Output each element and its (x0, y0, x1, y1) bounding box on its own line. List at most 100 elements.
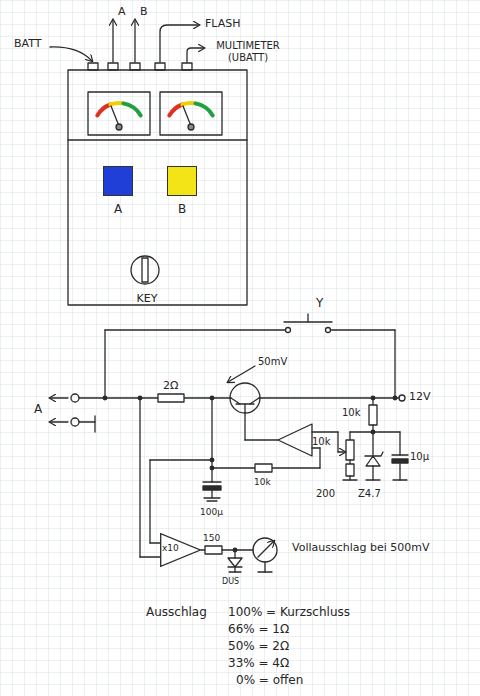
output-terminal-a (50, 397, 68, 398)
annotation-label: 33% = 4Ω (228, 657, 289, 671)
wire (139, 398, 140, 557)
connector-stub (108, 63, 118, 70)
output-terminal-a (71, 394, 79, 402)
panel-meter (116, 124, 122, 130)
meter-circuit (229, 571, 241, 572)
amplifier-node: x10 (160, 533, 201, 567)
resistor-symbol (158, 394, 184, 402)
output-terminal-a (79, 421, 95, 422)
annotation-label: 50% = 2Ω (228, 640, 289, 654)
opamp-triangle (161, 534, 201, 567)
wire (140, 556, 160, 557)
capacitor-symbol (211, 490, 212, 498)
connector-arrow (134, 20, 135, 62)
comparator-opamp (278, 424, 312, 456)
annotation-label: Ausschlag (146, 606, 207, 620)
panel-meter (123, 103, 140, 115)
switch-y (394, 330, 395, 398)
reference-ladder (399, 463, 400, 480)
wire (210, 466, 214, 470)
capacitor-symbol (204, 497, 220, 498)
panel-meter (160, 92, 222, 135)
switch-y (286, 328, 291, 333)
switch-y (105, 329, 285, 330)
panel-meter (169, 105, 182, 116)
output-terminal-a (50, 421, 68, 422)
push-button (167, 166, 197, 196)
annotation-label: 150 (203, 533, 220, 543)
annotation-label: 66% = 1Ω (228, 623, 289, 637)
annotation-label: A (118, 6, 126, 19)
wire (312, 431, 338, 432)
switch-y (105, 314, 395, 398)
meter-circuit (258, 541, 274, 557)
device-housing (68, 70, 247, 305)
device-housing (68, 139, 247, 140)
reference-ladder (372, 425, 373, 455)
meter-circuit (258, 571, 272, 572)
annotation-label: FLASH (205, 18, 241, 31)
reference-ladder (366, 456, 380, 466)
connector-arrow (50, 47, 92, 61)
wire (150, 459, 212, 460)
wire (149, 460, 150, 543)
comparator-opamp (278, 424, 312, 456)
wire (150, 542, 160, 543)
output-terminal-a (50, 394, 95, 432)
resistor-symbol (255, 464, 272, 472)
meter-circuit (205, 546, 222, 554)
connector-stub (130, 63, 140, 70)
transistor-symbol (231, 398, 240, 404)
connector-stub (88, 63, 192, 70)
voltage-arrow (228, 366, 255, 382)
reference-ladder (338, 398, 408, 480)
transistor-symbol (250, 398, 259, 404)
meter-circuit (228, 558, 242, 567)
main-wire (393, 396, 397, 400)
annotation-label: 10k (312, 436, 331, 448)
switch-y (326, 328, 331, 333)
node-label: KEY (120, 292, 174, 305)
reference-ladder (343, 479, 357, 480)
main-wire (259, 397, 399, 398)
panel-meter (97, 105, 110, 116)
wire (319, 448, 320, 468)
connector-stub (88, 63, 98, 70)
node-label: x10 (162, 543, 179, 553)
wire (212, 467, 255, 468)
wire (272, 467, 320, 468)
connector-arrow (50, 20, 204, 62)
annotation-label: DUS (222, 577, 239, 586)
main-wire (103, 396, 107, 400)
output-terminal-a (94, 416, 95, 432)
annotation-label: 100µ (200, 507, 223, 517)
meter-circuit (234, 567, 235, 572)
switch-y (307, 314, 308, 322)
connector-stub (155, 63, 165, 70)
annotation-label: A (34, 403, 42, 417)
annotation-label: BATT (14, 38, 41, 51)
meter-circuit (264, 562, 265, 572)
switch-y (104, 330, 105, 398)
transistor-symbol (244, 404, 245, 440)
control-node: A (98, 166, 138, 220)
switch-y (331, 329, 395, 330)
annotation-label: 2Ω (163, 380, 178, 393)
annotation-label: 0% = offen (236, 674, 303, 688)
wire (312, 447, 320, 448)
annotation-label: 12V (409, 391, 431, 404)
panel-meter (183, 106, 191, 126)
sketch-drawing (50, 20, 408, 572)
reference-ladder (399, 432, 400, 455)
reference-ladder (350, 431, 373, 432)
meter-circuit (222, 549, 253, 550)
reference-ladder (346, 464, 354, 476)
annotation-label: 10k (342, 407, 361, 419)
annotation-label: B (140, 6, 148, 19)
capacitor-symbol (203, 481, 221, 482)
main-wire (399, 395, 405, 401)
transistor-symbol (245, 439, 278, 440)
